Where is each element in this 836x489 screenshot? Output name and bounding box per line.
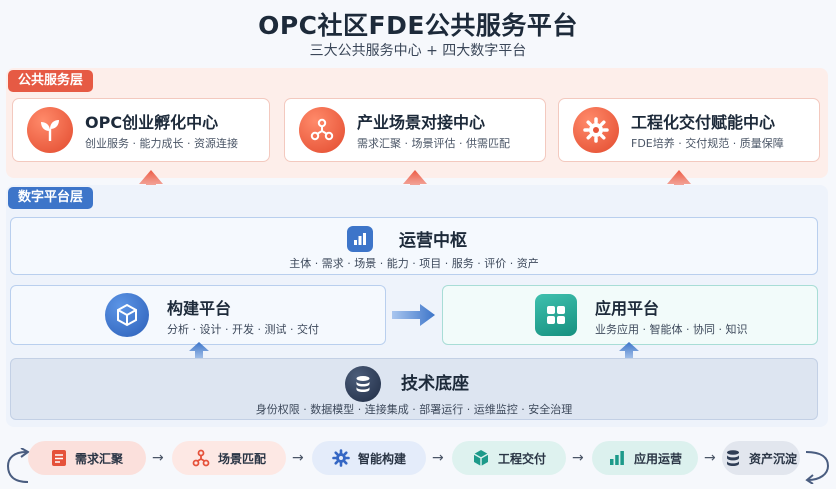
flow-separator: → [704, 450, 716, 466]
page-subtitle: 三大公共服务中心 + 四大数字平台 [309, 43, 527, 59]
sprout-icon [27, 107, 73, 153]
tech-desc: 身份权限 · 数据模型 · 连接集成 · 部署运行 · 运维监控 · 安全治理 [255, 403, 573, 416]
center-desc: FDE培养 · 交付规范 · 质量保障 [631, 137, 784, 150]
gear-icon [332, 449, 350, 467]
flow-separator: → [152, 450, 164, 466]
operations-hub[interactable]: 运营中枢 主体 · 需求 · 场景 · 能力 · 项目 · 服务 · 评价 · … [10, 217, 818, 275]
flow-step-match[interactable]: 场景匹配 [172, 441, 286, 475]
bar-chart-icon [609, 451, 624, 465]
public-layer-tag: 公共服务层 [8, 70, 94, 92]
document-icon [51, 450, 66, 466]
build-platform[interactable]: 构建平台 分析 · 设计 · 开发 · 测试 · 交付 [10, 285, 386, 345]
up-arrow-icon [189, 342, 209, 362]
flow-step-label: 应用运营 [633, 451, 682, 466]
flow-step-label: 智能构建 [357, 451, 406, 466]
hub-desc: 主体 · 需求 · 场景 · 能力 · 项目 · 服务 · 评价 · 资产 [289, 257, 539, 270]
center-card-scenario[interactable]: 产业场景对接中心 需求汇聚 · 场景评估 · 供需匹配 [284, 98, 546, 162]
application-platform[interactable]: 应用平台 业务应用 · 智能体 · 协同 · 知识 [442, 285, 818, 345]
right-arrow-icon [392, 304, 435, 326]
app-desc: 业务应用 · 智能体 · 协同 · 知识 [595, 323, 748, 336]
center-card-incubation[interactable]: OPC创业孵化中心 创业服务 · 能力成长 · 资源连接 [12, 98, 270, 162]
center-desc: 需求汇聚 · 场景评估 · 供需匹配 [357, 137, 510, 150]
flow-step-label: 需求汇聚 [74, 451, 123, 466]
center-title: 产业场景对接中心 [357, 113, 486, 132]
flow-step-operate[interactable]: 应用运营 [592, 441, 698, 475]
network-nodes-icon [192, 449, 210, 467]
loop-arrow-icon [805, 451, 830, 484]
flow-separator: → [292, 450, 304, 466]
app-title: 应用平台 [595, 299, 660, 318]
center-desc: 创业服务 · 能力成长 · 资源连接 [85, 137, 238, 150]
flow-step-label: 工程交付 [497, 451, 546, 466]
process-flow: 需求汇聚 → 场景匹配 → 智能构建 → 工程交付 → 应用运营 → 资产沉淀 [28, 441, 800, 475]
flow-separator: → [572, 450, 584, 466]
grid-apps-icon [535, 294, 577, 336]
build-title: 构建平台 [167, 299, 232, 318]
flow-step-build[interactable]: 智能构建 [312, 441, 426, 475]
up-arrow-icon [619, 342, 639, 362]
database-icon [726, 450, 739, 466]
build-desc: 分析 · 设计 · 开发 · 测试 · 交付 [167, 323, 319, 336]
flow-step-label: 场景匹配 [217, 451, 266, 466]
gear-icon [573, 107, 619, 153]
database-icon [345, 366, 381, 402]
page-title: OPC社区FDE公共服务平台 [258, 11, 578, 40]
center-title: OPC创业孵化中心 [85, 113, 219, 132]
loop-arrow-icon [6, 448, 30, 483]
network-nodes-icon [299, 107, 345, 153]
flow-step-deliver[interactable]: 工程交付 [452, 441, 566, 475]
tech-title: 技术底座 [401, 374, 469, 394]
flow-step-assets[interactable]: 资产沉淀 [722, 441, 800, 475]
center-card-delivery[interactable]: 工程化交付赋能中心 FDE培养 · 交付规范 · 质量保障 [558, 98, 820, 162]
cube-icon [105, 293, 149, 337]
digital-layer-tag: 数字平台层 [8, 187, 94, 209]
cube-icon [473, 450, 489, 466]
flow-step-demand[interactable]: 需求汇聚 [28, 441, 146, 475]
hub-title: 运营中枢 [399, 231, 467, 251]
bar-chart-icon [347, 226, 373, 252]
flow-step-label: 资产沉淀 [748, 451, 797, 466]
tech-foundation[interactable]: 技术底座 身份权限 · 数据模型 · 连接集成 · 部署运行 · 运维监控 · … [10, 358, 818, 420]
center-title: 工程化交付赋能中心 [631, 113, 776, 132]
flow-separator: → [432, 450, 444, 466]
